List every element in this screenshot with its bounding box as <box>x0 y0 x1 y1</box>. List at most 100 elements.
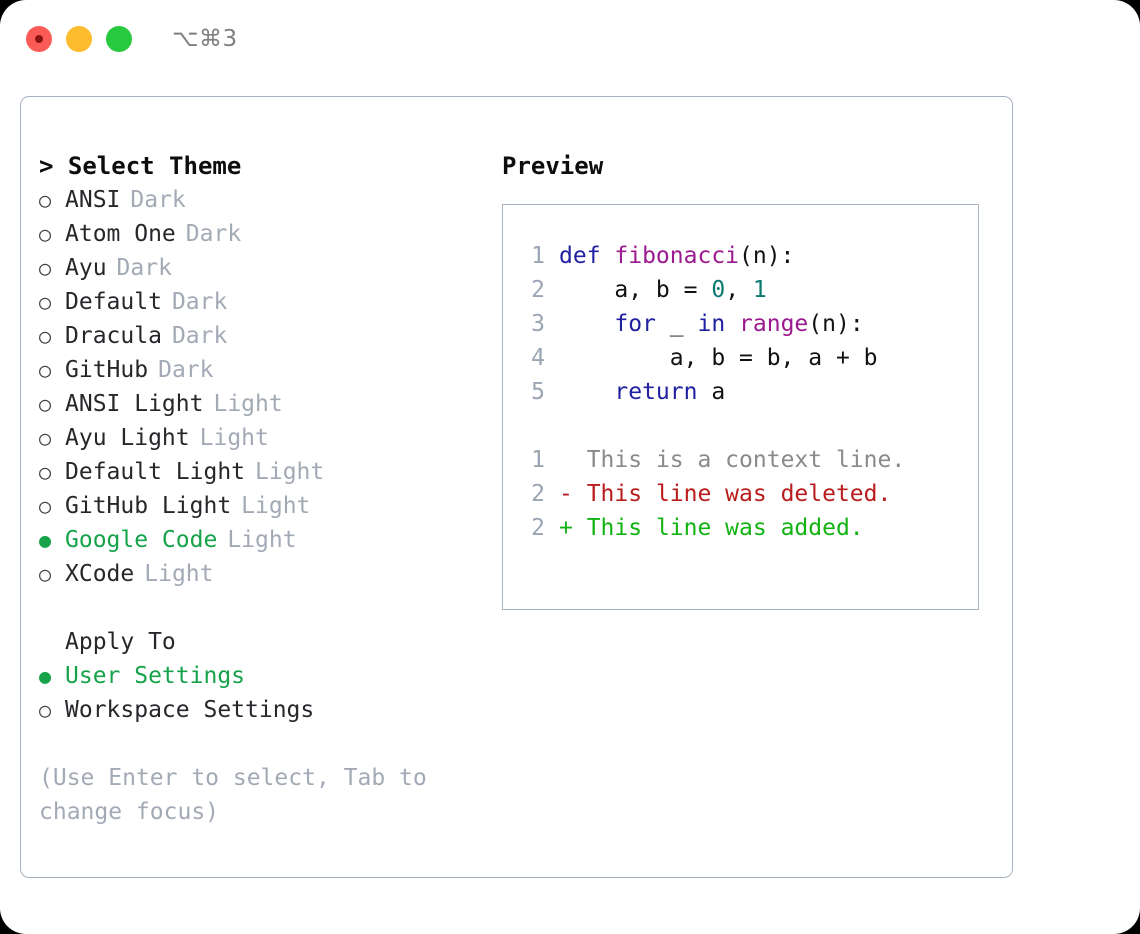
theme-option-tag: Light <box>213 391 283 417</box>
code-token: def <box>559 243 615 269</box>
apply-to-section: Apply To ● User Settings ○ Workspace Settin… <box>39 625 499 727</box>
diff-sign <box>559 443 587 477</box>
radio-unselected-icon: ○ <box>39 358 52 382</box>
apply-to-list: ● User Settings ○ Workspace Settings <box>39 659 499 727</box>
diff-sign: - <box>559 481 587 507</box>
diff-text: This line was added. <box>586 515 864 541</box>
code-token: (n): <box>739 243 795 269</box>
theme-option-label: Ayu Light <box>65 425 190 451</box>
theme-option-label: GitHub Light <box>65 493 232 519</box>
page-title: > Select Theme <box>39 152 242 180</box>
apply-to-heading: Apply To <box>65 629 176 655</box>
diff-text: This is a context line. <box>586 447 906 473</box>
apply-to-option-workspace-settings[interactable]: ○ Workspace Settings <box>39 693 499 727</box>
code-token: for <box>614 311 656 337</box>
radio-unselected-icon: ○ <box>39 324 52 348</box>
theme-option-tag: Dark <box>171 323 228 349</box>
theme-option-label: GitHub <box>65 357 149 383</box>
theme-option-label: Atom One <box>65 221 176 247</box>
theme-option-github[interactable]: ○ GitHub Dark <box>39 353 499 387</box>
apply-to-option-label: User Settings <box>65 663 246 689</box>
theme-option-tag: Light <box>227 527 297 553</box>
keyboard-shortcut-label: ⌥⌘3 <box>172 26 238 52</box>
diff-sign: + <box>559 515 587 541</box>
diff-text: This line was deleted. <box>586 481 892 507</box>
code-line: 3 for _ in range(n): <box>503 307 978 341</box>
theme-option-label: ANSI Light <box>65 391 204 417</box>
theme-option-label: Default Light <box>65 459 246 485</box>
theme-option-tag: Light <box>144 561 214 587</box>
theme-option-default-light[interactable]: ○ Default Light Light <box>39 455 499 489</box>
radio-unselected-icon: ○ <box>39 188 52 212</box>
code-token: _ <box>655 311 698 337</box>
preview-spacer <box>503 409 978 443</box>
theme-option-ansi[interactable]: ○ ANSI Dark <box>39 183 499 217</box>
line-number: 1 <box>531 447 545 473</box>
theme-option-label: Default <box>65 289 162 315</box>
theme-option-dracula[interactable]: ○ Dracula Dark <box>39 319 499 353</box>
keyboard-hint: (Use Enter to select, Tab to change focu… <box>39 765 427 825</box>
code-token: 1 <box>752 277 767 303</box>
window-controls <box>26 26 132 52</box>
minimize-button[interactable] <box>66 26 92 52</box>
theme-option-ayu-light[interactable]: ○ Ayu Light Light <box>39 421 499 455</box>
line-number: 4 <box>531 345 545 371</box>
code-token: a <box>697 379 726 405</box>
theme-option-tag: Light <box>241 493 311 519</box>
line-number: 2 <box>531 277 545 303</box>
theme-option-label: Google Code <box>65 527 218 553</box>
line-number: 2 <box>531 481 545 507</box>
code-token <box>559 307 614 341</box>
theme-option-google-code[interactable]: ● Google Code Light <box>39 523 499 557</box>
apply-to-option-user-settings[interactable]: ● User Settings <box>39 659 499 693</box>
radio-unselected-icon: ○ <box>39 290 52 314</box>
close-button[interactable] <box>26 26 52 52</box>
theme-option-tag: Dark <box>158 357 214 383</box>
radio-unselected-icon: ○ <box>39 698 52 722</box>
radio-selected-icon: ● <box>39 528 52 552</box>
radio-unselected-icon: ○ <box>39 426 52 450</box>
theme-option-tag: Light <box>255 459 325 485</box>
code-line: 1 def fibonacci(n): <box>503 239 978 273</box>
code-token <box>725 307 739 341</box>
radio-unselected-icon: ○ <box>39 460 52 484</box>
theme-option-ansi-light[interactable]: ○ ANSI Light Light <box>39 387 499 421</box>
line-number: 1 <box>531 243 545 269</box>
line-number: 3 <box>531 311 545 337</box>
theme-option-label: Dracula <box>65 323 162 349</box>
code-token: a, b = <box>559 277 712 303</box>
theme-option-label: XCode <box>65 561 135 587</box>
radio-selected-icon: ● <box>39 664 52 688</box>
theme-option-ayu[interactable]: ○ Ayu Dark <box>39 251 499 285</box>
line-number: 2 <box>531 515 545 541</box>
maximize-button[interactable] <box>106 26 132 52</box>
theme-option-label: ANSI <box>65 187 121 213</box>
line-number: 5 <box>531 379 545 405</box>
theme-option-tag: Dark <box>116 255 172 281</box>
diff-line: 2 + This line was added. <box>503 511 978 545</box>
theme-option-label: Ayu <box>65 255 107 281</box>
theme-option-tag: Light <box>199 425 269 451</box>
diff-sample: 1 This is a context line. 2- This line wa… <box>503 443 978 545</box>
radio-unselected-icon: ○ <box>39 256 52 280</box>
apply-to-option-label: Workspace Settings <box>65 697 315 723</box>
code-line: 2 a, b = 0, 1 <box>503 273 978 307</box>
theme-option-tag: Dark <box>130 187 186 213</box>
code-token: return <box>614 379 698 405</box>
radio-unselected-icon: ○ <box>39 392 52 416</box>
code-token: fibonacci <box>614 243 740 269</box>
code-token: in <box>697 311 726 337</box>
theme-option-tag: Dark <box>185 221 242 247</box>
code-token: a, b = b, a + b <box>559 345 878 371</box>
code-token: , <box>725 277 753 303</box>
